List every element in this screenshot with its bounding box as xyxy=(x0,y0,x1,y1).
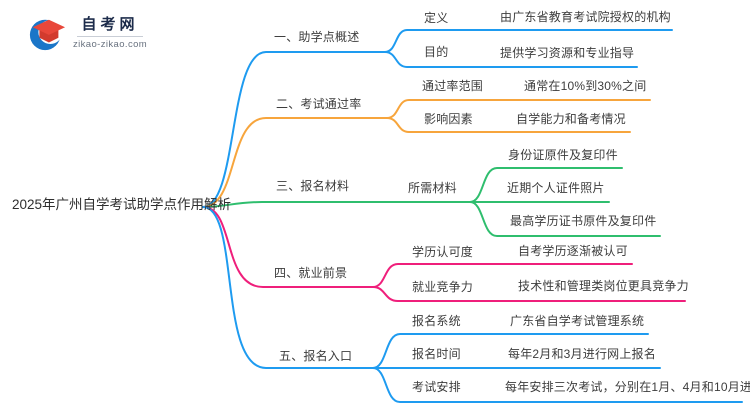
branch-5-node: 五、报名入口 xyxy=(279,349,353,363)
branch-5-sub-3-node: 考试安排 xyxy=(412,380,461,394)
branch-3-leaf-1-node: 身份证原件及复印件 xyxy=(508,148,618,162)
branch-2-leaf-2-node: 自学能力和备考情况 xyxy=(516,112,626,126)
branch-1-leaf-2-node: 提供学习资源和专业指导 xyxy=(500,46,635,60)
branch-2-sub-1-node: 通过率范围 xyxy=(422,79,484,93)
branch-2-leaf-1-node: 通常在10%到30%之间 xyxy=(524,79,647,93)
branch-3-node: 三、报名材料 xyxy=(276,179,350,193)
branch-5-leaf-2-node: 每年2月和3月进行网上报名 xyxy=(508,347,656,361)
branch-1-sub-1-node: 定义 xyxy=(424,11,449,25)
branch-5-leaf-3-node: 每年安排三次考试，分别在1月、4月和10月进行 xyxy=(505,380,750,394)
branch-1-leaf-1-node: 由广东省教育考试院授权的机构 xyxy=(500,10,671,24)
branch-3-sub-1-node: 所需材料 xyxy=(408,181,457,195)
branch-1-sub-2-node: 目的 xyxy=(424,45,449,59)
root-node: 2025年广州自学考试助学点作用解析 xyxy=(12,197,232,212)
branch-3-leaf-3-node: 最高学历证书原件及复印件 xyxy=(510,214,657,228)
branch-5-sub-2-node: 报名时间 xyxy=(412,347,461,361)
branch-4-leaf-2-node: 技术性和管理类岗位更具竞争力 xyxy=(518,279,689,293)
branch-2-curves xyxy=(202,99,651,208)
graduation-cap-icon xyxy=(29,19,66,51)
logo-divider xyxy=(77,36,144,37)
branch-5-leaf-1-node: 广东省自学考试管理系统 xyxy=(510,314,645,328)
branch-4-sub-2-node: 就业竞争力 xyxy=(412,280,474,294)
branch-2-sub-2-node: 影响因素 xyxy=(424,112,473,126)
site-name: 自考网 xyxy=(81,16,139,33)
branch-4-node: 四、就业前景 xyxy=(274,266,348,280)
branch-4-curves xyxy=(202,206,686,302)
branch-4-leaf-1-node: 自考学历逐渐被认可 xyxy=(518,244,628,258)
site-url: zikao-zikao.com xyxy=(73,39,148,50)
site-logo[interactable]: 自考网 zikao-zikao.com xyxy=(28,13,147,53)
branch-5-curves xyxy=(202,206,743,403)
branch-3-curves xyxy=(202,167,661,237)
branch-1-curves xyxy=(202,29,673,208)
branch-2-node: 二、考试通过率 xyxy=(276,97,362,111)
logo-text: 自考网 zikao-zikao.com xyxy=(73,16,147,50)
branch-3-leaf-2-node: 近期个人证件照片 xyxy=(507,181,605,195)
branch-4-sub-1-node: 学历认可度 xyxy=(412,245,474,259)
branch-1-node: 一、助学点概述 xyxy=(274,30,360,44)
branch-5-sub-1-node: 报名系统 xyxy=(412,314,461,328)
